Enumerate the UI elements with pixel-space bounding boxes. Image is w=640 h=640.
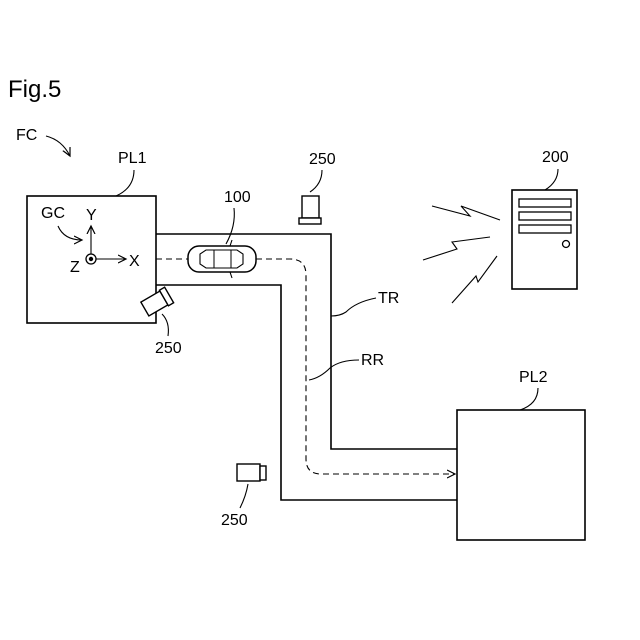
track-leader — [331, 298, 376, 316]
vehicle-label: 100 — [224, 189, 251, 206]
axis-z-label: Z — [70, 259, 80, 276]
global-coordinate-label: GC — [41, 205, 65, 222]
camera-top-label: 250 — [309, 151, 336, 168]
parking-lot-2-label: PL2 — [519, 369, 548, 386]
camera-top-icon — [299, 196, 321, 224]
camera-top-leader — [310, 170, 322, 192]
camera-bottom-label: 250 — [221, 512, 248, 529]
server-label: 200 — [542, 149, 569, 166]
camera-bottom-icon — [237, 464, 266, 481]
figure-title: Fig.5 — [8, 76, 61, 103]
parking-lot-2-box — [457, 410, 585, 540]
parking-lot-2-leader — [520, 388, 538, 410]
parking-lot-1-leader — [116, 170, 134, 196]
global-coordinate-pointer — [58, 226, 82, 240]
route-dashed-path — [156, 259, 455, 474]
facility-label: FC — [16, 127, 37, 144]
camera-left-leader — [162, 314, 168, 336]
axis-x-label: X — [129, 253, 140, 270]
axis-y-label: Y — [86, 207, 97, 224]
facility-pointer-arrow — [46, 136, 70, 156]
vehicle-leader — [226, 208, 234, 244]
vehicle-icon — [188, 240, 256, 278]
camera-bottom-leader — [240, 484, 248, 508]
wireless-signal-2-icon — [423, 237, 490, 260]
camera-left-label: 250 — [155, 340, 182, 357]
route-leader — [309, 360, 359, 380]
axis-z-symbol-dot — [89, 257, 93, 261]
parking-lot-1-label: PL1 — [118, 150, 147, 167]
camera-left-icon — [140, 287, 173, 317]
route-label: RR — [361, 352, 384, 369]
server-icon — [512, 190, 577, 289]
server-leader — [545, 169, 558, 190]
track-label: TR — [378, 290, 399, 307]
wireless-signal-1-icon — [432, 206, 500, 220]
wireless-signal-3-icon — [452, 256, 497, 303]
